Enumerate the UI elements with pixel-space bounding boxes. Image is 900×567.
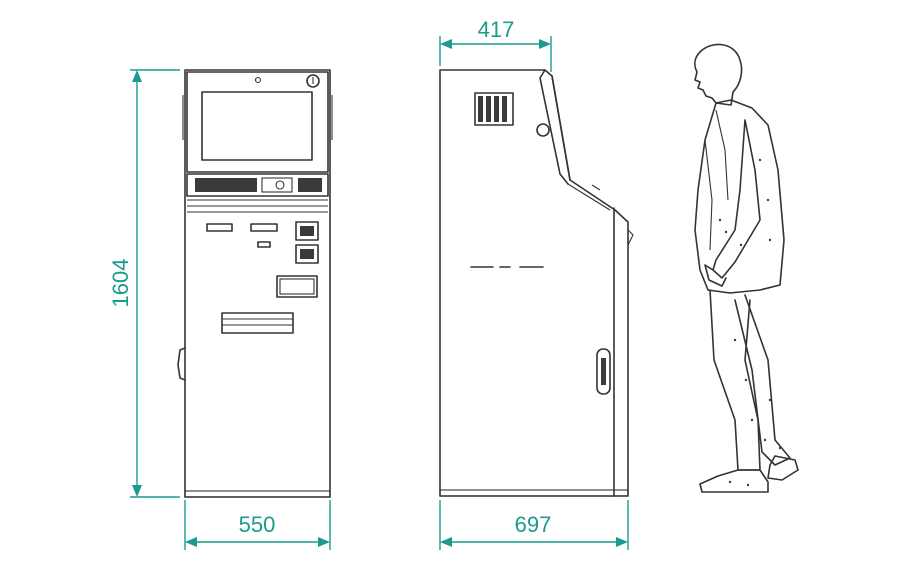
- coin-slot: [250, 223, 278, 232]
- top-depth-label: 417: [478, 17, 515, 42]
- keypad-bottom: [295, 244, 319, 264]
- barcode-scanner-slot: [195, 178, 257, 192]
- receipt-slot: [206, 223, 233, 232]
- door-hinge: [177, 347, 186, 381]
- front-cabinet-outline: [184, 69, 331, 498]
- camera-icon: [254, 76, 262, 84]
- height-label: 1604: [108, 259, 133, 308]
- door-handle: [596, 348, 611, 395]
- emergency-button-icon: [306, 74, 320, 88]
- card-reader: [261, 177, 293, 193]
- dimension-height: 1604: [108, 69, 180, 498]
- reader-band: [186, 173, 329, 197]
- printer-slot: [298, 178, 322, 192]
- person-silhouette: [694, 43, 799, 493]
- arm: [712, 119, 761, 279]
- back-leg: [734, 294, 791, 466]
- dimension-top-depth: 417: [439, 17, 552, 72]
- head: [694, 43, 743, 106]
- keypad-top: [295, 221, 319, 241]
- dimension-total-depth: 697: [439, 500, 629, 550]
- kiosk-front-view: [177, 69, 333, 498]
- kiosk-side-view: [439, 69, 634, 497]
- cash-acceptor: [276, 275, 318, 298]
- jacket: [694, 99, 785, 294]
- back-shoe: [767, 455, 799, 481]
- side-base-plinth: [439, 489, 629, 497]
- side-vent-left: [182, 95, 333, 140]
- vent-grill: [474, 92, 514, 126]
- fabric-texture: [718, 158, 782, 487]
- small-indicator: [257, 241, 271, 248]
- dispenser-slot: [221, 312, 294, 334]
- front-shoe: [699, 469, 769, 493]
- side-cabinet-outline: [439, 69, 629, 497]
- front-base-plinth: [184, 490, 331, 498]
- touch-screen: [201, 91, 313, 161]
- total-depth-label: 697: [515, 512, 552, 537]
- width-label: 550: [239, 512, 276, 537]
- dimension-front-width: 550: [184, 500, 331, 550]
- screen-housing: [186, 71, 329, 173]
- side-lock-icon: [536, 123, 550, 137]
